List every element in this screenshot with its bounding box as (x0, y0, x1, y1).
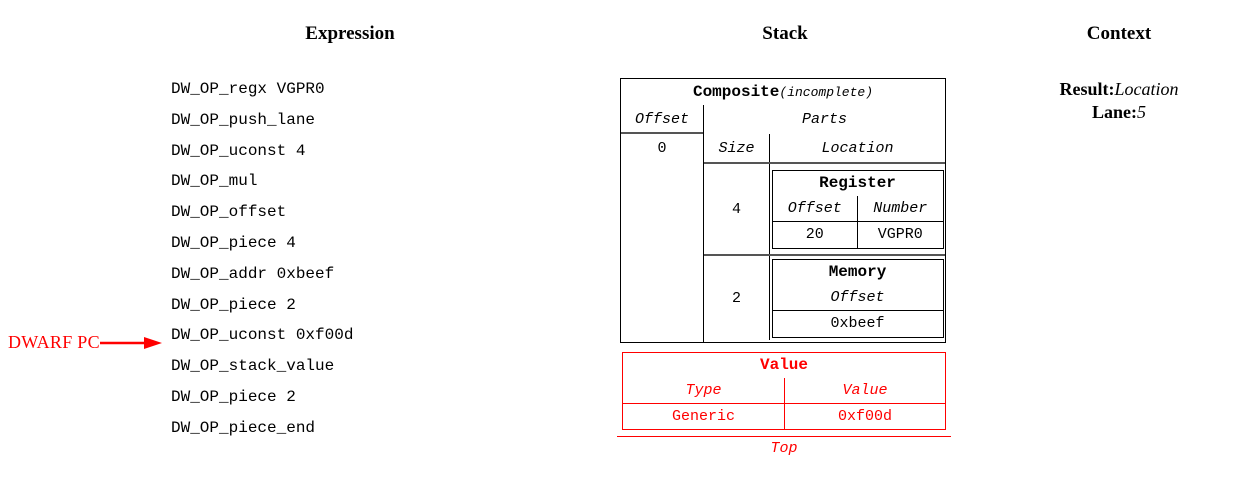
expression-line: DW_OP_stack_value (171, 357, 335, 376)
composite-offset-value: 0 (657, 140, 667, 157)
composite-location-table: Composite(incomplete) Offset 0 Parts Siz… (620, 78, 946, 343)
composite-part-row: 4 Register Offset Number 20 VGPR0 (704, 164, 945, 256)
dwarf-pc-marker: DWARF PC (8, 332, 166, 353)
stack-top-rule (617, 436, 951, 437)
part-size: 4 (704, 164, 770, 254)
part-location: Memory Offset 0xbeef (770, 256, 945, 340)
composite-offset-header: Offset (621, 105, 703, 134)
expression-line: DW_OP_piece 4 (171, 233, 296, 252)
expression-line: DW_OP_regx VGPR0 (171, 80, 325, 98)
context-lane-value: 5 (1137, 102, 1146, 122)
memory-location-table: Memory Offset 0xbeef (771, 258, 944, 338)
context-entry-lane: Lane:5 (999, 101, 1239, 124)
register-number-header: Number (873, 199, 928, 217)
register-title: Register (819, 173, 896, 192)
expression-list: DW_OP_regx VGPR0 DW_OP_push_lane DW_OP_u… (171, 74, 353, 444)
composite-size-header: Size (704, 134, 770, 162)
value-title: Value (759, 356, 808, 374)
composite-location-header: Location (821, 140, 894, 157)
value-type-header: Type (623, 378, 785, 403)
expression-line: DW_OP_uconst 4 (171, 141, 306, 160)
column-heading-context: Context (1086, 23, 1152, 44)
register-data-row: 20 VGPR0 (773, 221, 943, 248)
column-heading-stack: Stack (762, 23, 808, 44)
register-header-row: Offset Number (772, 195, 943, 222)
value-value-header: Value (842, 382, 888, 399)
composite-parts-subheader: Size Location (704, 134, 945, 164)
stack-top-label: Top (770, 440, 798, 457)
value-value-value: 0xf00d (837, 408, 892, 425)
context-block: Result:Location Lane:5 (999, 78, 1239, 124)
composite-title-text: Composite (692, 83, 780, 101)
expression-line: DW_OP_push_lane (171, 110, 316, 129)
arrow-right-icon (99, 336, 162, 349)
context-lane-key: Lane: (1092, 102, 1137, 122)
part-location: Register Offset Number 20 VGPR0 (770, 164, 945, 254)
context-result-key: Result: (1059, 79, 1115, 99)
expression-line: DW_OP_mul (171, 172, 258, 191)
register-location-table: Register Offset Number 20 VGPR0 (771, 169, 944, 249)
composite-offset-column: Offset 0 (621, 105, 704, 342)
composite-part-row: 2 Memory Offset 0xbeef (704, 256, 945, 340)
value-type-value: Generic (623, 404, 785, 429)
dwarf-pc-label: DWARF PC (8, 332, 100, 352)
register-offset-value: 20 (773, 221, 858, 248)
expression-line: DW_OP_piece 2 (171, 387, 296, 406)
expression-line: DW_OP_addr 0xbeef (171, 264, 335, 283)
expression-line: DW_OP_uconst 0xf00d (171, 326, 354, 345)
register-number-value: VGPR0 (877, 225, 923, 243)
memory-title: Memory (828, 262, 887, 281)
composite-parts-column: Parts Size Location 4 Register Offset Nu… (704, 105, 945, 342)
composite-body: Offset 0 Parts Size Location 4 Register … (621, 105, 945, 342)
memory-offset-value: 0xbeef (830, 314, 885, 332)
composite-parts-header: Parts (801, 111, 847, 128)
composite-title-note: (incomplete) (779, 85, 874, 100)
value-entry-table: Value Type Value Generic 0xf00d (622, 352, 946, 430)
part-size: 2 (704, 256, 770, 340)
expression-line: DW_OP_piece_end (171, 418, 316, 437)
value-data-row: Generic 0xf00d (623, 404, 945, 429)
register-offset-header: Offset (773, 195, 858, 221)
memory-offset-header: Offset (772, 285, 943, 311)
expression-line: DW_OP_piece 2 (171, 295, 296, 314)
expression-line: DW_OP_offset (171, 203, 287, 222)
column-heading-expression: Expression (305, 23, 395, 44)
value-header-row: Type Value (623, 378, 945, 404)
context-entry-result: Result:Location (999, 78, 1239, 101)
composite-title: Composite(incomplete) (621, 79, 945, 105)
context-result-value: Location (1114, 79, 1179, 99)
